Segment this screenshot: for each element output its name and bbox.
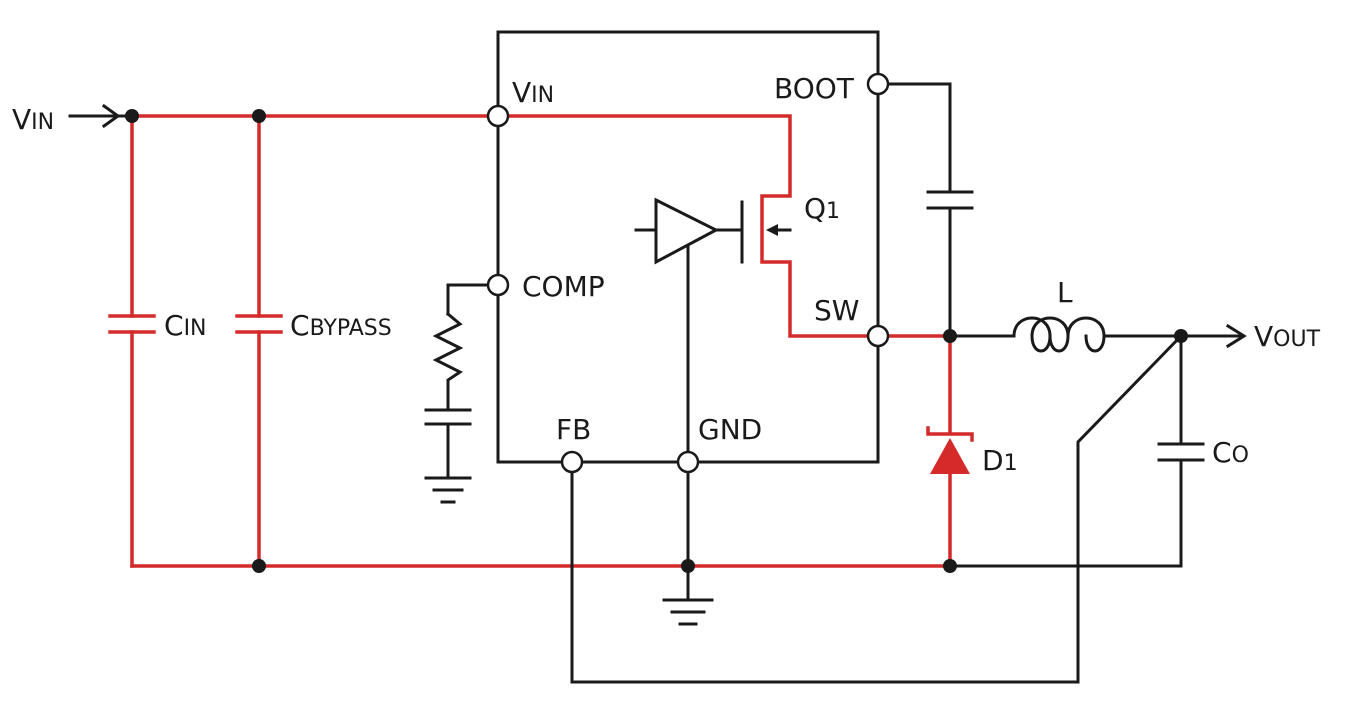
vin-pin-label: VIN — [512, 76, 554, 109]
current-path-wires — [130, 114, 952, 568]
vout-label: VOUT — [1254, 320, 1321, 353]
junction-dots — [125, 109, 1188, 573]
cbypass-label: CBYPASS — [290, 309, 392, 342]
vin-input-label: VIN — [12, 103, 54, 136]
pin-vin — [486, 104, 510, 128]
pin-comp — [486, 273, 510, 297]
pin-gnd — [676, 450, 700, 474]
pin-fb — [560, 450, 584, 474]
d1-label: D1 — [982, 444, 1018, 477]
inductor-label: L — [1057, 276, 1073, 309]
ic-pins — [486, 72, 890, 474]
boot-pin-label: BOOT — [774, 72, 855, 105]
fb-pin-label: FB — [556, 413, 591, 446]
cin-label: CIN — [164, 309, 207, 342]
cbypass-capacitor — [235, 314, 283, 334]
pin-boot — [866, 72, 890, 96]
q1-label: Q1 — [804, 192, 840, 225]
sw-pin-label: SW — [814, 294, 859, 327]
cin-capacitor — [108, 314, 156, 334]
gnd-pin-label: GND — [698, 413, 762, 446]
d1-diode — [926, 426, 974, 474]
pin-sw — [866, 324, 890, 348]
black-wires — [68, 82, 1247, 684]
q1-transistor — [634, 197, 792, 265]
comp-pin-label: COMP — [522, 270, 605, 303]
co-label: CO — [1212, 436, 1249, 469]
